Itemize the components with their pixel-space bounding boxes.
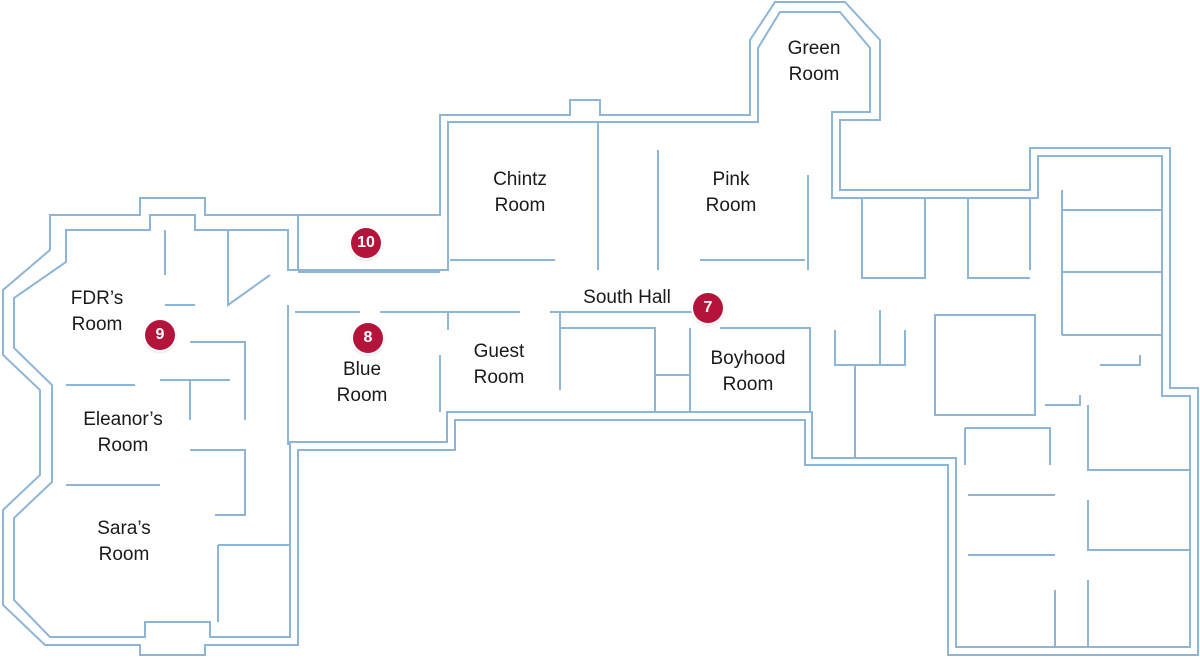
room-label-line: Room — [98, 544, 150, 565]
room-label-line: Blue — [342, 359, 382, 380]
room-label-south-hall: South Hall — [583, 285, 671, 311]
room-label-line: Eleanor’s — [83, 409, 163, 430]
map-marker-7[interactable]: 7 — [693, 293, 723, 323]
room-label-blue: Blue Room — [337, 357, 388, 409]
room-label-line: Green — [787, 38, 841, 59]
room-label-line: Room — [705, 195, 757, 216]
interior-walls — [66, 122, 1190, 647]
room-label-sara: Sara’s Room — [97, 516, 151, 568]
room-label-line: FDR’s — [70, 288, 124, 309]
room-label-line: Sara’s — [97, 518, 151, 539]
room-label-guest: Guest Room — [474, 339, 525, 391]
room-label-fdr: FDR’s Room — [71, 286, 123, 338]
room-label-green: Green Room — [788, 36, 841, 88]
map-marker-8[interactable]: 8 — [353, 323, 383, 353]
room-label-line: South Hall — [583, 287, 671, 308]
room-label-line: Guest — [473, 341, 525, 362]
room-label-boyhood: Boyhood Room — [710, 346, 785, 398]
map-marker-9[interactable]: 9 — [145, 320, 175, 350]
room-label-line: Room — [788, 64, 840, 85]
room-label-line: Room — [494, 195, 546, 216]
room-label-line: Boyhood — [710, 348, 786, 369]
room-label-line: Room — [473, 367, 525, 388]
room-label-line: Room — [722, 374, 774, 395]
map-marker-10[interactable]: 10 — [351, 228, 381, 258]
room-label-chintz: Chintz Room — [493, 167, 547, 219]
room-label-pink: Pink Room — [706, 167, 757, 219]
room-label-eleanor: Eleanor’s Room — [83, 407, 163, 459]
room-label-line: Pink — [712, 169, 750, 190]
room-label-line: Room — [97, 435, 149, 456]
room-label-line: Room — [336, 385, 388, 406]
room-label-line: Chintz — [493, 169, 547, 190]
room-label-line: Room — [71, 314, 123, 335]
